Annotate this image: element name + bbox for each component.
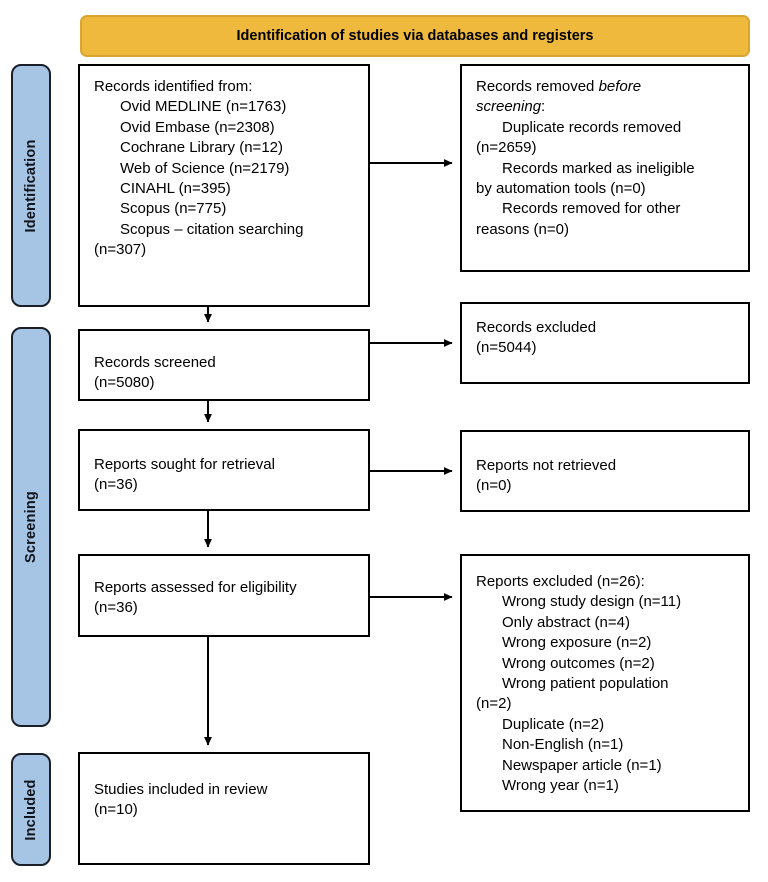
node-line: Records removed for other xyxy=(502,200,681,218)
node-line: Studies included in review xyxy=(94,781,268,798)
node-line: (n=36) xyxy=(94,599,138,617)
node-text-italic: before xyxy=(598,78,642,95)
node-line: (n=5044) xyxy=(476,339,537,357)
node-line: Records screened xyxy=(94,354,216,371)
banner-title: Identification of studies via databases … xyxy=(236,28,594,44)
node-line: Reports not retrieved xyxy=(476,457,617,474)
node-line: Scopus – citation searching xyxy=(120,220,304,238)
node-line: Wrong patient population xyxy=(502,674,669,692)
node-records-removed: Records removed before screening: Duplic… xyxy=(460,64,750,272)
node-line: Wrong study design (n=11) xyxy=(502,593,682,611)
node-line: reasons (n=0) xyxy=(476,220,569,238)
stage-bar-identification: Identification xyxy=(11,64,51,307)
node-line: (n=2659) xyxy=(476,139,537,157)
node-line: Duplicate records removed xyxy=(502,118,682,136)
node-line: Reports assessed for eligibility xyxy=(94,579,297,596)
node-line: (n=10) xyxy=(94,801,138,819)
node-line: Wrong exposure (n=2) xyxy=(502,634,652,652)
node-line: (n=5080) xyxy=(94,374,155,392)
node-reports-sought: Reports sought for retrieval (n=36) xyxy=(78,429,370,511)
node-text-italic: screening xyxy=(476,98,542,116)
node-line: Only abstract (n=4) xyxy=(502,613,630,631)
node-line: Reports sought for retrieval xyxy=(94,456,275,473)
node-line: Ovid Embase (n=2308) xyxy=(120,118,275,136)
node-line: (n=2) xyxy=(476,695,512,713)
node-line: (n=36) xyxy=(94,476,138,494)
node-line: Reports excluded (n=26): xyxy=(476,573,645,590)
banner-identification-header: Identification of studies via databases … xyxy=(80,15,750,57)
node-line: Ovid MEDLINE (n=1763) xyxy=(120,98,287,116)
node-line: CINAHL (n=395) xyxy=(120,179,231,197)
node-text: Records removed xyxy=(476,78,599,95)
node-studies-included: Studies included in review (n=10) xyxy=(78,752,370,865)
node-line: Wrong outcomes (n=2) xyxy=(502,654,655,672)
stage-bar-screening: Screening xyxy=(11,327,51,727)
node-text: : xyxy=(541,98,546,116)
node-line: Web of Science (n=2179) xyxy=(120,159,290,177)
node-reports-assessed: Reports assessed for eligibility (n=36) xyxy=(78,554,370,637)
node-line: Wrong year (n=1) xyxy=(502,776,619,794)
node-line: screening: xyxy=(476,97,736,117)
node-line: Records marked as ineligible xyxy=(502,159,695,177)
node-reports-excluded: Reports excluded (n=26): Wrong study des… xyxy=(460,554,750,812)
node-line: Records removed before xyxy=(476,77,736,97)
node-line: Records excluded xyxy=(476,319,597,336)
node-reports-not-retrieved: Reports not retrieved (n=0) xyxy=(460,430,750,512)
stage-label-identification: Identification xyxy=(23,138,39,233)
node-line: (n=0) xyxy=(476,477,512,495)
node-records-screened: Records screened (n=5080) xyxy=(78,329,370,401)
stage-bar-included: Included xyxy=(11,753,51,866)
node-line: (n=307) xyxy=(94,241,147,259)
node-line: Scopus (n=775) xyxy=(120,200,227,218)
node-line: Duplicate (n=2) xyxy=(502,715,605,733)
node-line: Non-English (n=1) xyxy=(502,736,624,754)
stage-label-included: Included xyxy=(23,778,39,841)
node-line: by automation tools (n=0) xyxy=(476,179,646,197)
node-line: Newspaper article (n=1) xyxy=(502,756,662,774)
node-line: Cochrane Library (n=12) xyxy=(120,139,284,157)
node-records-excluded: Records excluded (n=5044) xyxy=(460,302,750,384)
stage-label-screening: Screening xyxy=(23,491,39,563)
node-line: Records identified from: xyxy=(94,78,253,95)
node-records-identified: Records identified from: Ovid MEDLINE (n… xyxy=(78,64,370,307)
